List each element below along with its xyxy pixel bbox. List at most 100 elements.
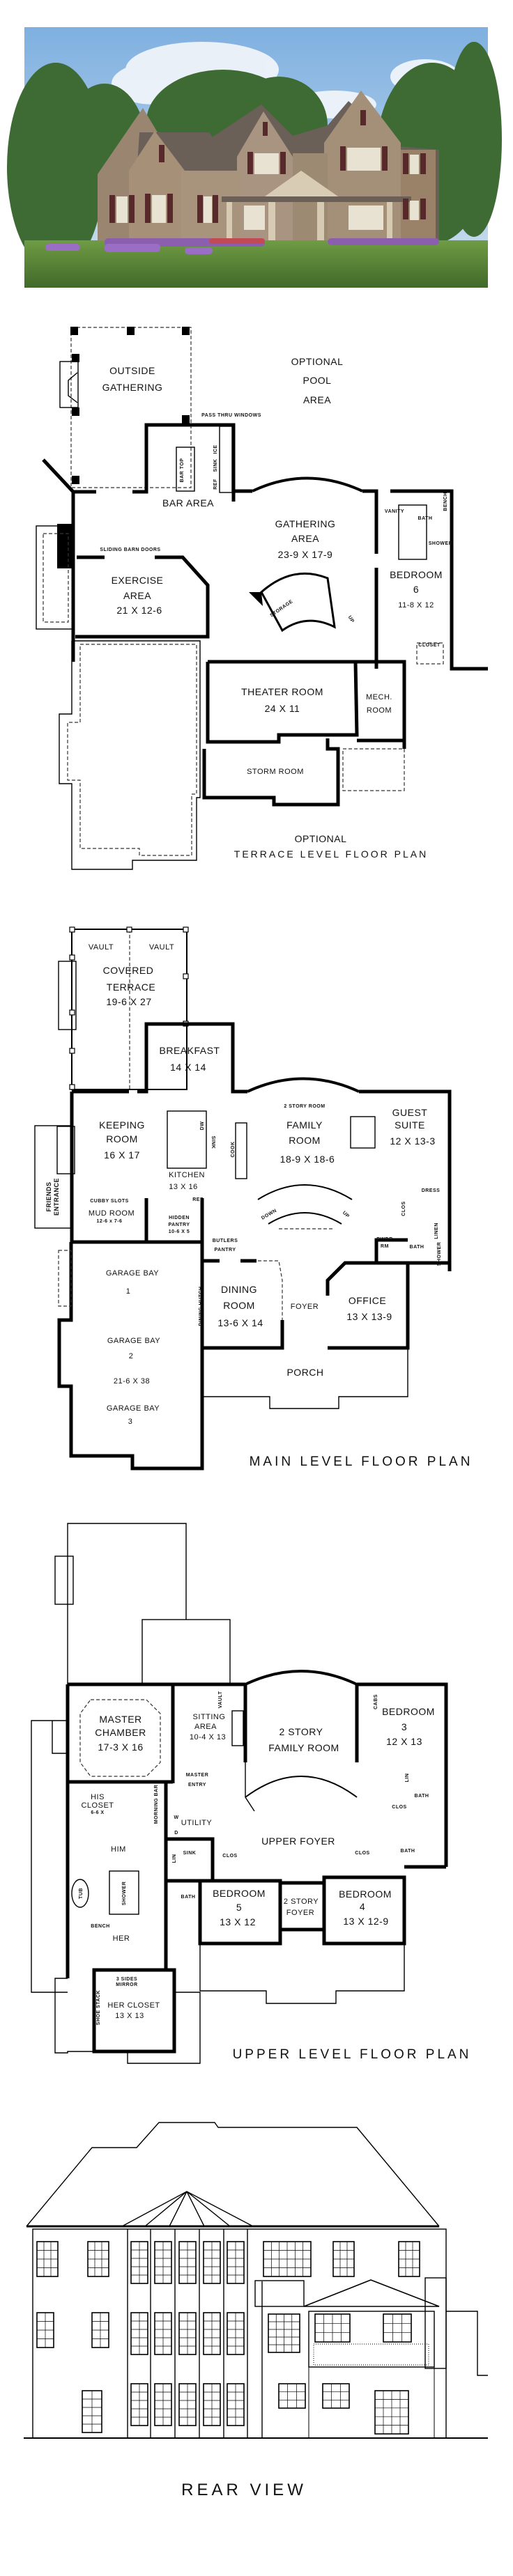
utility-label: UTILITY	[181, 1819, 213, 1827]
family-room-label: 2 STORY	[280, 1726, 323, 1737]
sink-label: SINK	[210, 1136, 215, 1149]
upper-plan-title: UPPER LEVEL FLOOR PLAN	[233, 2047, 472, 2062]
dining-room-label: DINING	[221, 1284, 257, 1295]
foyer-label: FOYER	[291, 1303, 319, 1311]
closet-outline	[416, 642, 444, 665]
mud-room-size: 12-6 x 7-6	[97, 1219, 123, 1224]
stair-up-label: UP	[342, 1211, 351, 1220]
stair-storage-wall	[249, 592, 263, 606]
mud-room-label: MUD ROOM	[89, 1209, 135, 1218]
her-closet-walls	[92, 1968, 176, 2054]
covered-terrace-label: COVERED	[103, 965, 154, 976]
dining-room-size: 13-6 X 14	[217, 1317, 263, 1328]
mech-room-label: MECH.	[366, 693, 392, 701]
window-muntins	[88, 2242, 109, 2276]
window-muntins	[155, 2313, 171, 2354]
outdoor-fireplace	[59, 361, 79, 408]
powder-room-label: PWDR	[376, 1237, 392, 1242]
hidden-pantry-label: HIDDEN	[169, 1216, 190, 1220]
office-label: OFFICE	[349, 1295, 386, 1306]
window-muntins	[179, 2242, 196, 2283]
terrace-exterior-walls	[42, 423, 488, 671]
terrace-level-floor-plan: OUTSIDE GATHERING OPTIONAL POOL AREA PAS…	[36, 327, 488, 870]
office-size: 13 X 13-9	[346, 1311, 392, 1322]
breakfast-label: BREAKFAST	[160, 1045, 220, 1056]
garage-bay-1-label: GARAGE BAY	[106, 1269, 159, 1278]
window-muntins	[375, 2391, 408, 2434]
kitchen-label: KITCHEN	[169, 1171, 205, 1179]
master-chamber-size: 17-3 X 16	[98, 1741, 143, 1753]
upper-foyer-label: UPPER FOYER	[261, 1836, 335, 1847]
main-walls	[70, 1022, 452, 1365]
bedroom-5-size: 13 X 12	[220, 1916, 256, 1927]
curved-stairs	[257, 1184, 353, 1229]
upper-stair-rail	[245, 1776, 358, 1798]
tub	[71, 1879, 89, 1908]
window-muntins	[399, 2242, 420, 2276]
mech-room-label: ROOM	[367, 706, 392, 715]
window-muntins	[179, 2384, 196, 2426]
cooktop-counter	[235, 1122, 247, 1179]
her-wing-outline	[54, 1978, 94, 2054]
vault-label: VAULT	[218, 1691, 223, 1708]
master-shower	[109, 1870, 139, 1915]
cubby-slots-label: CUBBY SLOTS	[90, 1199, 129, 1204]
outside-gathering-label: OUTSIDE	[109, 365, 155, 376]
garage-foundation-outline	[59, 640, 201, 870]
bedroom-5-label: BEDROOM	[213, 1888, 266, 1899]
pass-thru-label: PASS THRU WINDOWS	[201, 413, 261, 418]
friends-entrance-porch	[34, 1125, 72, 1229]
tray-ceiling	[79, 1699, 161, 1777]
mirror-label: MIRROR	[116, 1983, 137, 1987]
bar-top-label: BAR TOP	[180, 458, 185, 483]
lawn	[24, 240, 488, 288]
open-to-below-rail	[245, 1762, 255, 1812]
terrace-plan-title: TERRACE LEVEL FLOOR PLAN	[234, 848, 428, 860]
bath-fixtures	[398, 504, 427, 560]
bedroom-5-label: 5	[236, 1902, 242, 1913]
closet-label: CLOS	[401, 1201, 406, 1216]
friends-entrance-label: FRIENDS	[45, 1181, 52, 1211]
shower-label: SHOWER	[429, 541, 453, 546]
garage-bump-dashed	[58, 1250, 72, 1307]
tub-label: TUB	[79, 1888, 84, 1899]
front-rendering-photo	[7, 27, 502, 288]
window-muntins	[204, 2242, 220, 2283]
closet-label: CLOS	[222, 1854, 237, 1859]
turret-roof-ribs	[144, 2191, 231, 2227]
family-room-size: 18-9 X 18-6	[280, 1154, 335, 1165]
bedroom-3-label: 3	[401, 1721, 407, 1732]
roof-outline	[67, 1523, 187, 1684]
rear-view-title: REAR VIEW	[181, 2481, 307, 2499]
bath-label: BATH	[181, 1895, 196, 1900]
porch-label: PORCH	[286, 1367, 323, 1378]
gathering-area-size: 23-9 X 17-9	[278, 549, 333, 560]
bath-label: BATH	[401, 1849, 415, 1854]
washer-label: W	[174, 1815, 178, 1820]
bath-label: BATH	[418, 516, 433, 521]
window-muntins	[315, 2314, 350, 2342]
column-posts	[70, 327, 190, 484]
two-story-foyer-label: 2 STORY	[284, 1898, 319, 1906]
linen-label: LIN	[172, 1854, 177, 1863]
keeping-fireplace	[56, 1126, 75, 1174]
window-muntins	[204, 2384, 220, 2426]
master-entry-label: MASTER	[186, 1773, 209, 1778]
butlers-pantry-label: BUTLERS	[213, 1239, 238, 1243]
bar-back-counter	[219, 426, 233, 493]
curved-stair	[260, 572, 336, 633]
gathering-area-label: AREA	[291, 533, 319, 544]
flower-beds	[45, 238, 439, 254]
crawl-space	[342, 748, 405, 791]
master-entry-label: ENTRY	[188, 1783, 206, 1787]
bump-out-dashed	[43, 533, 69, 623]
pool-label: AREA	[303, 394, 331, 405]
garage-bay-3-label: GARAGE BAY	[107, 1404, 160, 1413]
hidden-pantry-size: 10-6 X 5	[169, 1229, 190, 1234]
vanity-label: VANITY	[385, 509, 404, 514]
closet-label: CLOS	[355, 1851, 369, 1856]
her-closet-label: HER CLOSET	[107, 2001, 160, 2010]
terrace-posts	[69, 926, 189, 1090]
mirror-label: 3 SIDES	[116, 1977, 137, 1982]
master-chamber-label: CHAMBER	[95, 1727, 146, 1738]
